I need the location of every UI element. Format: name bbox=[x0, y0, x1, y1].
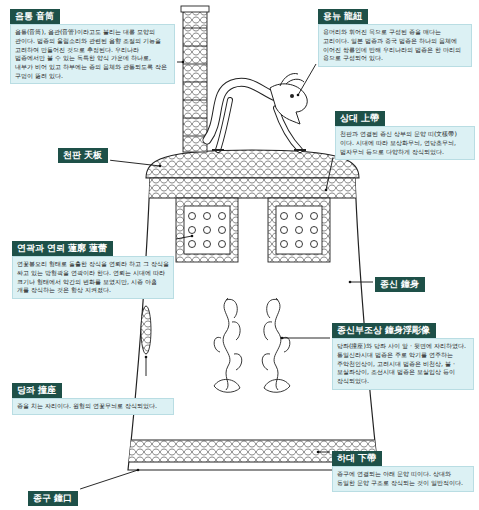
part-name: 종신부조상 鐘身浮彫像 bbox=[332, 323, 436, 338]
leader-dot bbox=[349, 281, 352, 284]
part-label: 종신 鐘身 bbox=[375, 272, 425, 292]
leader-line bbox=[80, 470, 138, 489]
leader-dot bbox=[297, 94, 300, 97]
part-name: 천판 天板 bbox=[58, 148, 108, 163]
part-name: 용뉴 龍紐 bbox=[318, 9, 368, 24]
callout-box: 하대 下帶종구에 연결되는 아래 문양 띠이다. 상대와 동일한 문양 구조로 … bbox=[332, 446, 474, 492]
part-name: 음통 音筒 bbox=[10, 9, 60, 24]
part-description: 종을 치는 자리이다. 원형의 연꽃무늬로 장식되었다. bbox=[12, 398, 174, 415]
callout-box: 종신부조상 鐘身浮彫像당좌(撞座)와 당좌 사이 앞 · 뒷면에 자리하였다. … bbox=[332, 318, 474, 390]
part-name: 상대 上帶 bbox=[335, 111, 385, 126]
part-description: 연꽃봉오리 형태로 돌출한 장식을 연뢰라 하고 그 장식을 싸고 있는 방형곽… bbox=[12, 256, 174, 299]
part-description: 천판과 연결된 종신 상부의 문양 띠(文樣帶)이다. 시대에 따라 보상화무늬… bbox=[335, 126, 475, 160]
callout-box: 상대 上帶천판과 연결된 종신 상부의 문양 띠(文樣帶)이다. 시대에 따라 … bbox=[335, 106, 475, 160]
part-name: 하대 下帶 bbox=[332, 451, 382, 466]
leader-line bbox=[350, 282, 373, 283]
part-description: 종구에 연결되는 아래 문양 띠이다. 상대와 동일한 문양 구조로 장식되는 … bbox=[332, 466, 474, 491]
part-description: 용머리와 휘어진 목으로 구성된 종을 매다는 고리이다. 일본 범종과 중국 … bbox=[318, 24, 472, 67]
leader-dot bbox=[191, 235, 194, 238]
sound-tube bbox=[181, 6, 209, 152]
leader-line bbox=[110, 160, 160, 166]
part-name: 당좌 撞座 bbox=[12, 383, 62, 398]
part-label: 종구 鐘口 bbox=[28, 486, 78, 506]
striking-seat bbox=[141, 306, 151, 354]
upper-band bbox=[120, 178, 390, 462]
callout-box: 당좌 撞座종을 치는 자리이다. 원형의 연꽃무늬로 장식되었다. bbox=[12, 378, 174, 415]
leader-line bbox=[282, 338, 330, 339]
leader-dot bbox=[145, 356, 148, 359]
dragon-loop bbox=[207, 74, 307, 151]
leader-line bbox=[326, 157, 333, 190]
leader-dot bbox=[182, 61, 185, 64]
part-name: 연곽과 연뢰 蓮廓 蓮蕾 bbox=[12, 241, 113, 256]
leader-dot bbox=[159, 165, 162, 168]
callout-box: 연곽과 연뢰 蓮廓 蓮蕾연꽃봉오리 형태로 돌출한 장식을 연뢰라 하고 그 장… bbox=[12, 236, 174, 299]
part-name: 종신 鐘身 bbox=[375, 277, 425, 292]
part-description: 음통(音筒), 음관(音管)이라고도 불리는 대롱 모양의 관이다. 범종의 울… bbox=[10, 24, 175, 84]
callout-box: 용뉴 龍紐용머리와 휘어진 목으로 구성된 종을 매다는 고리이다. 일본 범종… bbox=[318, 4, 472, 67]
relief-figures bbox=[214, 298, 290, 392]
callout-box: 음통 音筒음통(音筒), 음관(音管)이라고도 불리는 대롱 모양의 관이다. … bbox=[10, 4, 175, 84]
leader-line bbox=[298, 64, 316, 95]
leader-line bbox=[146, 357, 147, 376]
leader-dot bbox=[317, 451, 320, 454]
lotus-panel bbox=[176, 198, 330, 262]
top-plate bbox=[146, 150, 359, 178]
part-description: 당좌(撞座)와 당좌 사이 앞 · 뒷면에 자리하였다. 통일신라시대 범종은 … bbox=[332, 338, 474, 389]
part-name: 종구 鐘口 bbox=[28, 491, 78, 506]
part-label: 천판 天板 bbox=[58, 143, 108, 163]
leader-line bbox=[318, 452, 330, 453]
leader-line bbox=[176, 236, 192, 239]
leader-dot bbox=[325, 189, 328, 192]
leader-dot bbox=[137, 469, 140, 472]
leader-dot bbox=[281, 337, 284, 340]
